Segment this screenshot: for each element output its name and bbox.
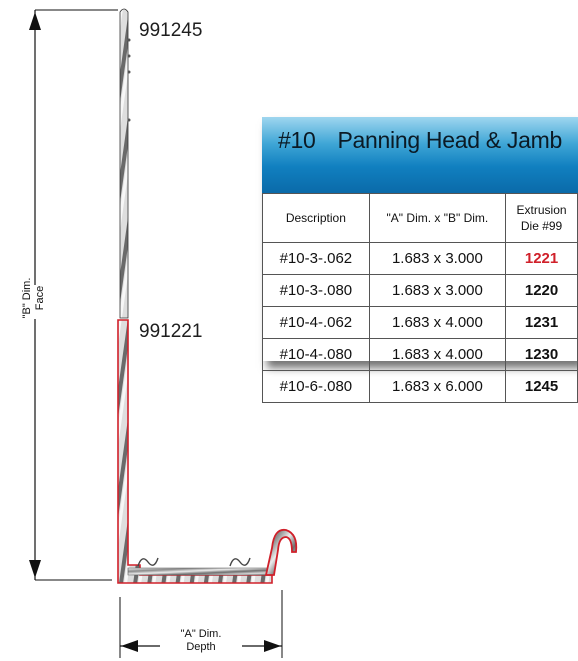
- tall-face-leg: [119, 8, 131, 319]
- row-dimensions: 1.683 x 6.000: [368, 370, 507, 403]
- row-description: #10-3-.062: [262, 242, 370, 275]
- row-description: #10-4-.080: [262, 338, 370, 371]
- column-header-extrusion: Extrusion: [516, 203, 567, 217]
- a-dim-title: "A" Dim.: [180, 628, 222, 640]
- column-header-description: Description: [262, 193, 370, 243]
- row-description: #10-4-.062: [262, 306, 370, 339]
- table-header-row: Description "A" Dim. x "B" Dim. Extrusio…: [262, 193, 578, 243]
- part-label-991221: 991221: [139, 321, 203, 342]
- b-dim-title: "B" Dim.: [21, 277, 33, 319]
- row-description: #10-6-.080: [262, 370, 370, 403]
- row-die-number: 1221: [505, 242, 578, 275]
- part-label-991245: 991245: [139, 20, 203, 41]
- table-row: #10-4-.080 1.683 x 4.000 1230: [262, 338, 578, 371]
- row-dimensions: 1.683 x 4.000: [368, 338, 507, 371]
- row-dimensions: 1.683 x 3.000: [368, 274, 507, 307]
- profile-diagram: [29, 8, 298, 658]
- row-description: #10-3-.080: [262, 274, 370, 307]
- row-dimensions: 1.683 x 3.000: [368, 242, 507, 275]
- card-title-text: Panning Head & Jamb: [337, 127, 563, 153]
- card-title: #10 Panning Head & Jamb: [262, 127, 578, 154]
- table-row: #10-3-.062 1.683 x 3.000 1221: [262, 242, 578, 275]
- table-row: #10-4-.062 1.683 x 4.000 1231: [262, 306, 578, 339]
- card-title-number: #10: [278, 127, 316, 153]
- b-dimension-label: "B" Dim. Face: [0, 278, 94, 319]
- row-die-number: 1230: [505, 338, 578, 371]
- row-die-number: 1245: [505, 370, 578, 403]
- row-die-number: 1231: [505, 306, 578, 339]
- spec-card: #10 Panning Head & Jamb Description "A" D…: [262, 117, 578, 403]
- row-dimensions: 1.683 x 4.000: [368, 306, 507, 339]
- row-die-number: 1220: [505, 274, 578, 307]
- a-dim-subtitle: Depth: [186, 641, 216, 653]
- column-header-dimensions: "A" Dim. x "B" Dim.: [368, 193, 507, 243]
- spec-table: Description "A" Dim. x "B" Dim. Extrusio…: [262, 193, 578, 403]
- table-row: #10-6-.080 1.683 x 6.000 1245: [262, 370, 578, 403]
- table-row: #10-3-.080 1.683 x 3.000 1220: [262, 274, 578, 307]
- short-profile-outline: [117, 319, 298, 584]
- a-dimension-label: "A" Dim. Depth: [160, 628, 242, 654]
- column-header-extrusion-die: Extrusion Die #99: [505, 193, 578, 243]
- card-header: #10 Panning Head & Jamb: [262, 117, 578, 193]
- b-dim-subtitle: Face: [34, 285, 46, 311]
- column-header-die: Die #99: [520, 219, 563, 233]
